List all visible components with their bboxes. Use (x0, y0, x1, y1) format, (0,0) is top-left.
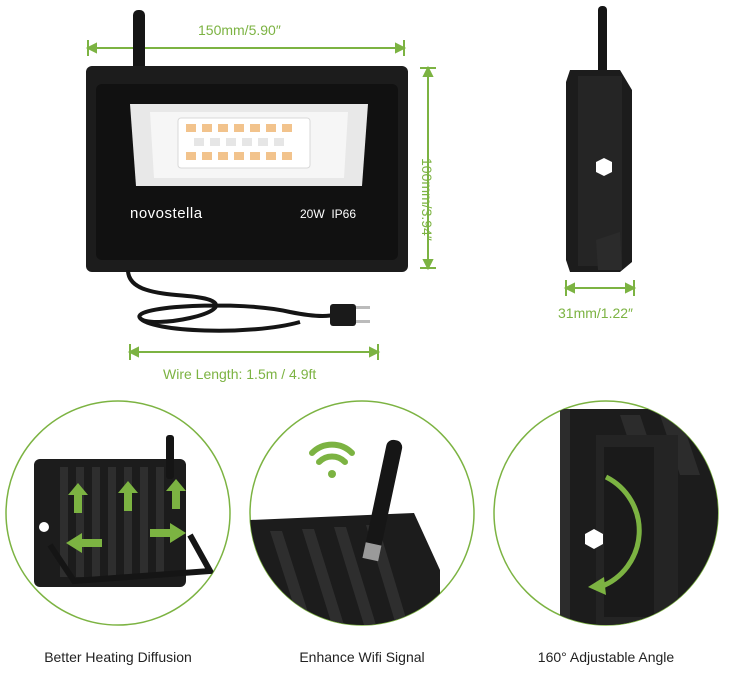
depth-dimension-line (563, 280, 637, 296)
wifi-icon (309, 441, 355, 478)
heat-diffusion-circle (5, 400, 231, 626)
wire-dimension-line (127, 344, 381, 360)
front-view-illustration: novostella 20W IP66 (85, 6, 637, 360)
hinge-bolt (585, 529, 603, 549)
height-dimension-line (420, 65, 436, 271)
led-array (186, 124, 292, 160)
width-dimension-label: 150mm/5.90″ (198, 22, 281, 38)
antenna (133, 10, 145, 72)
adjustable-angle-circle (493, 400, 719, 626)
height-dimension-label: 100mm/3.94″ (419, 158, 435, 241)
caption-adjustable-angle: 160° Adjustable Angle (537, 649, 675, 665)
wire-length-label: Wire Length: 1.5m / 4.9ft (163, 366, 317, 382)
wifi-signal-circle (249, 400, 475, 626)
spec-label: 20W IP66 (300, 207, 356, 221)
mount-bolt (596, 158, 612, 176)
antenna-closeup (362, 439, 403, 562)
side-antenna (598, 6, 607, 76)
depth-dimension-label: 31mm/1.22″ (558, 305, 633, 321)
airflow-arrows-icon (66, 479, 186, 553)
rotation-arrow-icon (588, 474, 642, 595)
caption-heating-diffusion: Better Heating Diffusion (44, 649, 192, 665)
feature-circles (5, 400, 719, 626)
brand-logo: novostella (130, 205, 203, 222)
power-plug (330, 304, 370, 326)
power-cord (126, 269, 341, 324)
caption-wifi-signal: Enhance Wifi Signal (299, 649, 425, 665)
